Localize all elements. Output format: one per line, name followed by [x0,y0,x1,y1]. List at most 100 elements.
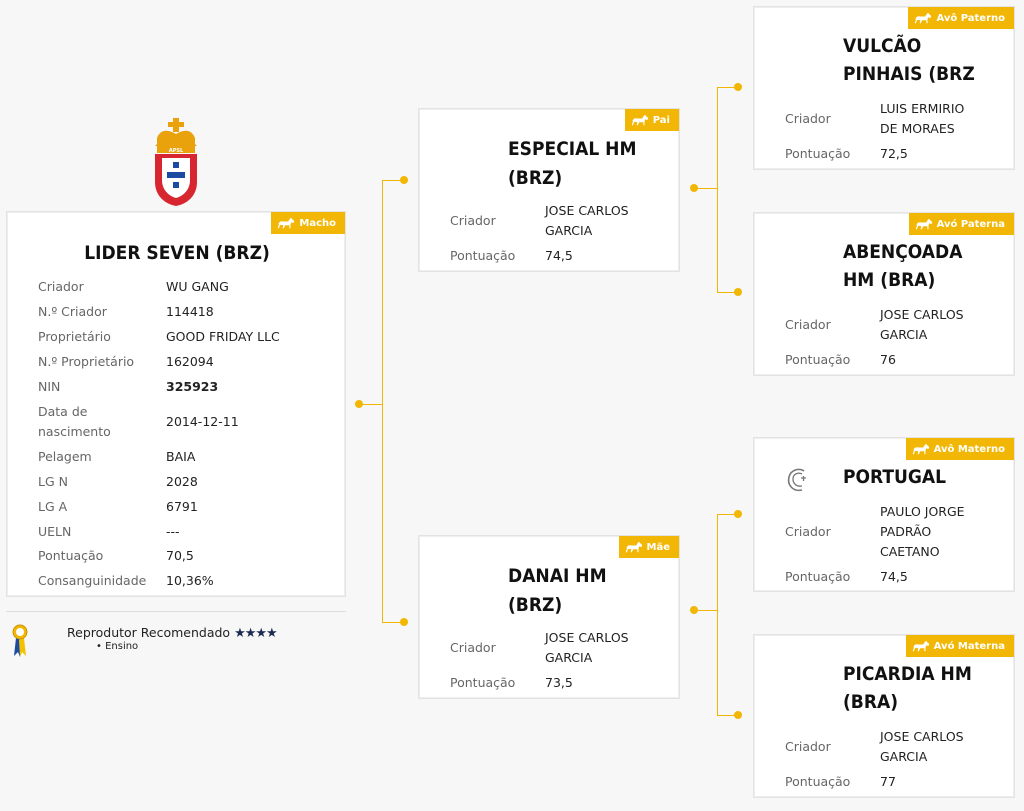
mae-name-line1: DANAI HM [508,565,607,587]
avo-paterno-pontuacao-label: Pontuação [785,146,851,161]
avo-paterna-criador-label: Criador [785,317,831,332]
field-label-proprietario: Proprietário [38,329,111,344]
pai-pontuacao-label: Pontuação [450,248,516,263]
mae-criador-line1: JOSE CARLOS [545,630,629,645]
mae-pontuacao-label: Pontuação [450,675,516,690]
field-label-data-nascimento-2: nascimento [38,424,111,439]
field-label-n-criador: N.º Criador [38,304,107,319]
mae-name-line2: (BRZ) [508,594,563,616]
avo-paterna-criador-line2: GARCIA [880,327,928,342]
avo-materna-badge: Avó Materna [905,635,1014,657]
pai-criador-line2: GARCIA [545,223,593,238]
avo-materna-criador-label: Criador [785,739,831,754]
recommendation-label: Reprodutor Recomendado [67,625,231,640]
avo-paterna-pontuacao-label: Pontuação [785,352,851,367]
field-value-proprietario: GOOD FRIDAY LLC [166,329,280,344]
connector-main-out [358,404,382,405]
recommendation-item: • Ensino [96,641,139,652]
field-value-pontuacao: 70,5 [166,548,194,563]
field-value-pelagem: BAIA [166,449,196,464]
avo-materna-name-line2: (BRA) [843,691,899,713]
field-value-criador: WU GANG [166,279,229,294]
connector-to-pai [382,180,404,181]
avo-materno-badge-label: Avô Materno [933,443,1005,455]
field-value-consanguinidade: 10,36% [166,573,214,588]
avo-paterno-criador-line2: DE MORAES [880,121,955,136]
avo-paterna-badge-label: Avó Paterna [936,218,1005,230]
avo-materna-criador-line2: GARCIA [880,749,928,764]
horse-icon [912,443,930,455]
avo-materno-criador-line1: PAULO JORGE [880,504,965,519]
rating-stars: ★★★★ [234,626,278,641]
avo-materno-pontuacao-value: 74,5 [880,569,908,584]
connector-to-mae [382,622,404,623]
award-ribbon-icon [12,624,28,658]
avo-paterna-name-line2: HM (BRA) [843,269,936,291]
pai-criador-line1: JOSE CARLOS [545,203,629,218]
connector-dot-mae [400,618,408,626]
apsl-crest-icon: APSL [151,116,201,208]
avo-paterno-name-line1: VULCÃO [843,35,922,57]
horse-name: LIDER SEVEN (BRZ) [84,242,270,264]
field-label-criador: Criador [38,279,84,294]
connector-main-vertical [382,180,383,622]
avo-materna-pontuacao-value: 77 [880,774,896,789]
avo-paterno-card: Avô Paterno VULCÃO PINHAIS (BRZ Criador … [753,6,1015,170]
horse-icon [631,114,649,126]
connector-dot-avo-materna [734,711,742,719]
mae-pontuacao-value: 73,5 [545,675,573,690]
avo-materno-pontuacao-label: Pontuação [785,569,851,584]
pai-name-line2: (BRZ) [508,167,563,189]
field-label-consanguinidade: Consanguinidade [38,573,147,588]
connector-dot-mae-out [690,606,698,614]
field-label-pelagem: Pelagem [38,449,92,464]
field-label-lg-a: LG A [38,499,68,514]
field-value-n-proprietario: 162094 [166,354,214,369]
avo-paterno-badge-label: Avô Paterno [936,12,1005,24]
svg-text:APSL: APSL [169,148,184,154]
horse-icon [625,541,643,553]
pai-criador-label: Criador [450,213,496,228]
horse-icon [912,640,930,652]
avo-paterna-criador-line1: JOSE CARLOS [880,307,964,322]
mae-criador-line2: GARCIA [545,650,593,665]
recommendation-item-label: Ensino [105,641,139,652]
avo-paterno-criador-line1: LUIS ERMIRIO [880,101,965,116]
gender-badge: Macho [271,212,345,234]
avo-paterno-criador-label: Criador [785,111,831,126]
connector-dot-main [355,400,363,408]
main-horse-card: Macho LIDER SEVEN (BRZ) Criador WU GANG … [6,211,346,597]
field-label-n-proprietario: N.º Proprietário [38,354,135,369]
connector-mae-vertical [717,514,718,716]
avo-materno-criador-label: Criador [785,524,831,539]
mae-badge-label: Mãe [646,541,670,553]
avo-materno-card: Avô Materno PORTUGAL Criador PAULO JORGE… [753,437,1015,592]
pai-name-line1: ESPECIAL HM [508,138,637,160]
pai-badge: Pai [624,109,679,131]
field-label-pontuacao: Pontuação [38,548,104,563]
avo-materna-name-line1: PICARDIA HM [843,663,972,685]
field-value-ueln: --- [166,524,180,539]
avo-paterna-name-line1: ABENÇOADA [843,241,963,263]
field-label-data-nascimento-1: Data de [38,404,88,419]
avo-materna-badge-label: Avó Materna [933,640,1005,652]
pai-card: Pai ESPECIAL HM (BRZ) Criador JOSE CARLO… [418,108,680,272]
connector-dot-avo-paterno [734,83,742,91]
avo-paterna-pontuacao-value: 76 [880,352,896,367]
connector-to-avo-paterno [717,87,737,88]
field-value-n-criador: 114418 [166,304,214,319]
pai-pontuacao-value: 74,5 [545,248,573,263]
avo-paterno-pontuacao-value: 72,5 [880,146,908,161]
field-value-nin: 325923 [166,379,219,394]
recommendation: Reprodutor Recomendado ★★★★ [67,625,278,641]
avo-paterna-card: Avó Paterna ABENÇOADA HM (BRA) Criador J… [753,212,1015,376]
avo-materno-criador-line2: PADRÃO [880,524,932,539]
mae-badge: Mãe [618,536,679,558]
field-label-lg-n: LG N [38,474,68,489]
field-label-ueln: UELN [38,524,72,539]
connector-pai-out [694,188,717,189]
horseshoe-brand-icon [784,466,812,494]
connector-dot-avo-materno [734,510,742,518]
connector-dot-pai [400,176,408,184]
avo-materno-badge: Avô Materno [905,438,1014,460]
